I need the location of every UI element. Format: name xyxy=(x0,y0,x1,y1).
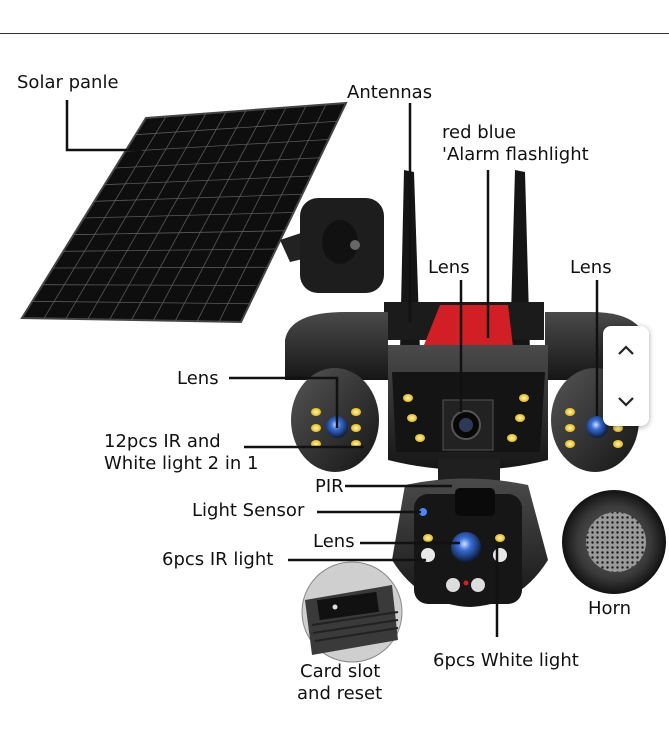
led-dot xyxy=(403,394,413,402)
led-dot xyxy=(507,434,517,442)
label-solar-panel: Solar panle xyxy=(17,72,119,93)
label-ir-light: 6pcs IR light xyxy=(162,549,274,570)
label-ir-white-line2: White light 2 in 1 xyxy=(104,453,259,474)
top-divider xyxy=(0,33,669,34)
lower-camera xyxy=(392,478,548,607)
label-card-line1: Card slot xyxy=(300,661,381,682)
led-dot xyxy=(565,440,575,448)
label-lens-right: Lens xyxy=(570,257,612,278)
label-lens-left: Lens xyxy=(177,368,219,389)
led-dot xyxy=(495,534,505,542)
led-dot xyxy=(423,534,433,542)
label-ir-white-line1: 12pcs IR and xyxy=(104,431,221,452)
card-slot-inset xyxy=(301,561,403,663)
label-card-line2: and reset xyxy=(297,683,383,704)
led-dot xyxy=(311,424,321,432)
label-lens-bottom: Lens xyxy=(313,531,355,552)
label-pir: PIR xyxy=(315,476,344,497)
nav-down-button[interactable] xyxy=(603,376,649,426)
image-nav-control xyxy=(603,326,649,426)
led-dot xyxy=(613,424,623,432)
led-dot xyxy=(565,408,575,416)
solar-mount xyxy=(280,198,384,293)
led-dot xyxy=(407,414,417,422)
label-alarm-line2: 'Alarm flashlight xyxy=(442,144,589,165)
main-head xyxy=(388,345,548,470)
label-lens-center: Lens xyxy=(428,257,470,278)
leader-lines xyxy=(65,100,599,637)
led-dot xyxy=(311,408,321,416)
led-dot xyxy=(351,424,361,432)
nav-up-button[interactable] xyxy=(603,326,649,376)
led-dot xyxy=(519,394,529,402)
label-horn: Horn xyxy=(588,598,632,619)
chevron-down-icon xyxy=(618,397,634,407)
led-dot xyxy=(613,440,623,448)
led-dot xyxy=(515,414,525,422)
label-alarm-line1: red blue xyxy=(442,122,517,143)
led-dot xyxy=(415,434,425,442)
label-light-sensor: Light Sensor xyxy=(192,500,305,521)
solar-panel xyxy=(20,101,348,324)
led-dot xyxy=(351,408,361,416)
horn xyxy=(562,490,666,594)
label-white-light: 6pcs White light xyxy=(433,650,579,671)
led-dot xyxy=(565,424,575,432)
chevron-up-icon xyxy=(618,345,634,355)
label-antennas: Antennas xyxy=(347,82,433,103)
